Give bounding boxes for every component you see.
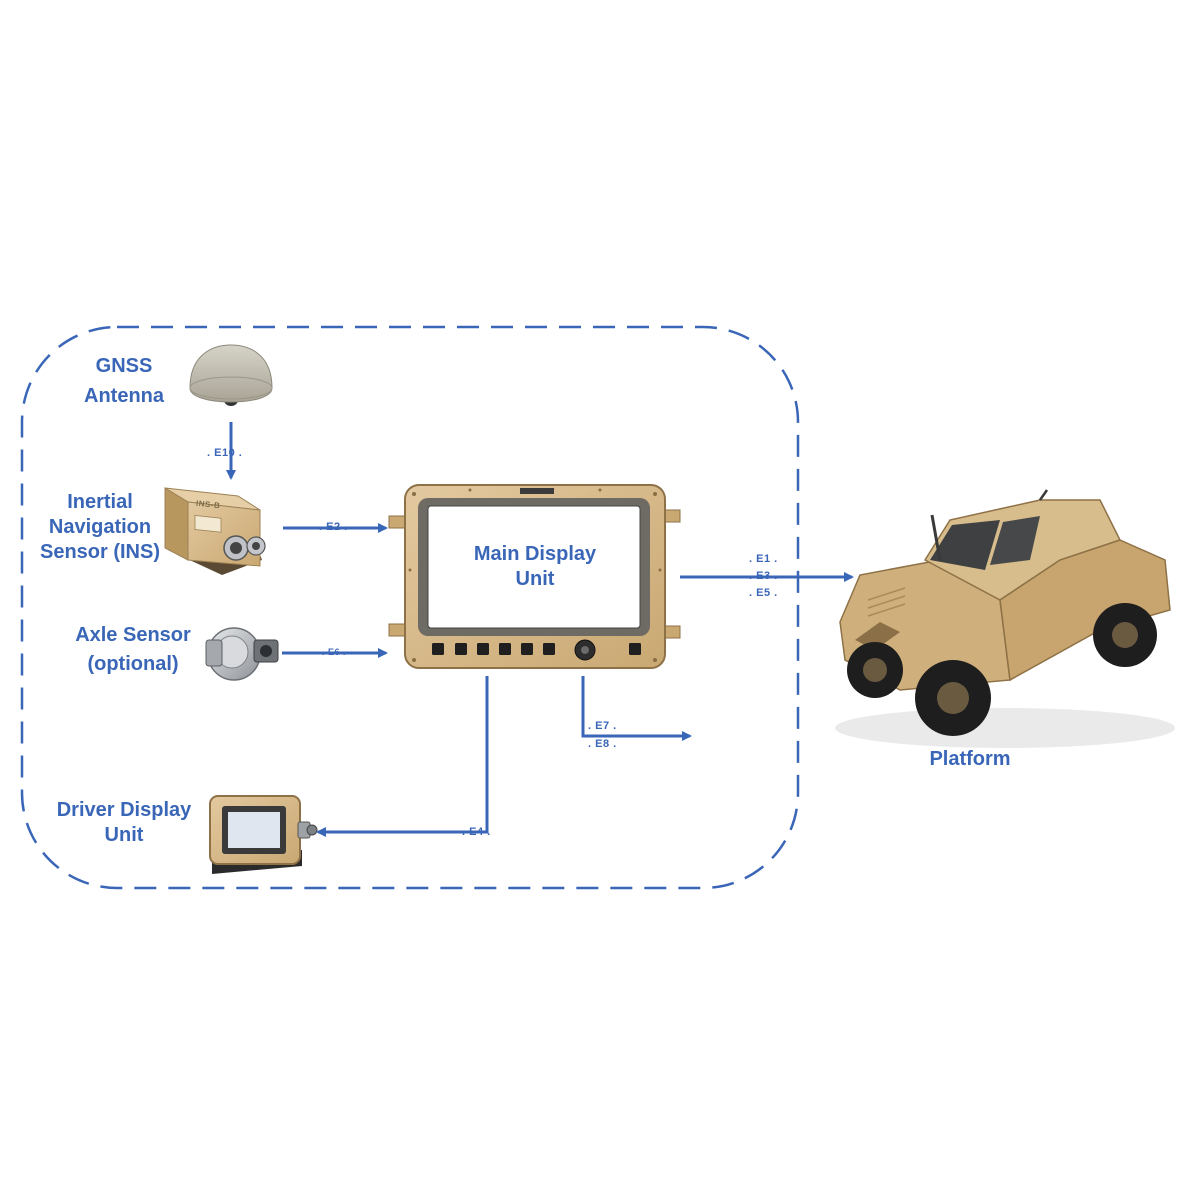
main-display-device [388,484,681,669]
ins-line2: Navigation [48,516,152,538]
label-axle-sensor: Axle Sensor (optional) [63,623,203,677]
gnss-line2: Antenna [84,385,164,407]
edge-label-e8: . E8 . [588,738,617,750]
ins-line1: Inertial [67,491,133,513]
gnss-line1: GNSS [95,355,153,377]
ins-device-icon [164,487,266,575]
edge-label-e2: . E2 . [319,521,348,533]
ins-line3: Sensor (INS) [39,541,161,563]
platform-vehicle-icon [835,489,1175,748]
edge-label-e6: . E6 . [322,647,347,657]
edge-label-e7: . E7 . [588,720,617,732]
label-ins: Inertial Navigation Sensor (INS) [30,490,170,565]
label-main-display: Main Display Unit [455,542,615,592]
label-gnss-antenna: GNSS Antenna [64,354,184,409]
driver-display-line2: Unit [104,824,144,846]
system-boundary [20,325,800,890]
driver-display-device [209,795,318,874]
edge-label-e5: . E5 . [749,587,778,599]
axle-sensor-icon [205,627,279,681]
edge-label-e3: . E3 . [749,570,778,582]
driver-display-line1: Driver Display [56,799,192,821]
platform-label: Platform [929,748,1011,770]
edge-label-e10: . E10 . [207,447,243,459]
link-e7-e8 [581,676,692,741]
label-driver-display: Driver Display Unit [44,798,204,848]
gnss-antenna-icon [189,344,273,406]
connections [226,422,854,837]
edge-label-e4: . E4 . [462,826,491,838]
main-display-line1: Main Display [473,543,597,565]
axle-line1: Axle Sensor [75,624,191,646]
main-display-line2: Unit [515,568,555,590]
link-e4 [316,676,489,837]
edge-label-e1: . E1 . [749,553,778,565]
label-platform: Platform [910,747,1030,772]
axle-line2: (optional) [87,653,179,675]
